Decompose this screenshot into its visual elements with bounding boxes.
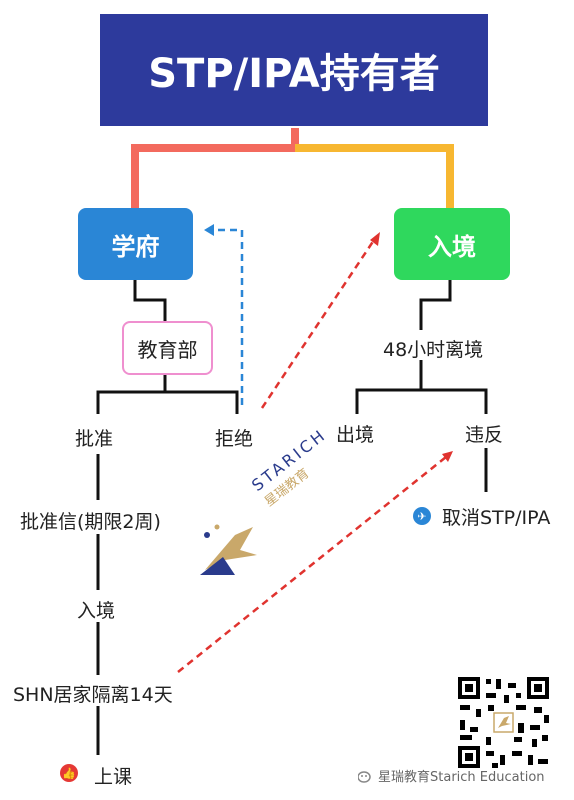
node-entry-label: 入境	[428, 232, 476, 261]
node-class: 上课	[94, 766, 133, 788]
node-letter: 批准信(期限2周)	[20, 511, 161, 533]
node-enter: 入境	[77, 600, 116, 622]
qr-code-icon	[456, 675, 551, 770]
connector-title-to-school	[131, 128, 299, 208]
node-moe-label: 教育部	[137, 337, 198, 362]
wechat-icon	[357, 768, 372, 783]
node-violate: 违反	[465, 424, 504, 446]
connector-leave48-split	[355, 360, 488, 414]
node-moe: 教育部	[122, 321, 213, 375]
thumbs-up-icon: 👍	[60, 764, 78, 782]
node-cancel: 取消STP/IPA	[442, 507, 551, 529]
node-entry: 入境	[394, 208, 510, 280]
node-school-label: 学府	[111, 232, 160, 261]
title-box: STP/IPA持有者	[100, 14, 488, 126]
node-leave48: 48小时离境	[383, 339, 484, 361]
dashed-reject-to-entry	[260, 239, 376, 409]
node-school: 学府	[78, 208, 193, 280]
node-shn: SHN居家隔离14天	[13, 684, 173, 706]
connector-entry-to-leave48	[419, 280, 452, 330]
node-reject: 拒绝	[215, 428, 254, 450]
connector-moe-split	[96, 371, 239, 414]
dashed-reject-to-school	[210, 228, 244, 405]
connector-school-to-moe	[133, 280, 167, 321]
connector-title-to-entry	[295, 144, 454, 208]
plane-icon: ✈	[413, 507, 431, 525]
dashed-shn-to-violate	[177, 456, 447, 673]
node-exit: 出境	[336, 424, 375, 446]
starich-logo-icon	[200, 524, 257, 575]
footer-text: 星瑞教育Starich Education	[378, 770, 545, 785]
node-approve: 批准	[75, 428, 114, 450]
title-text: STP/IPA持有者	[148, 51, 440, 97]
